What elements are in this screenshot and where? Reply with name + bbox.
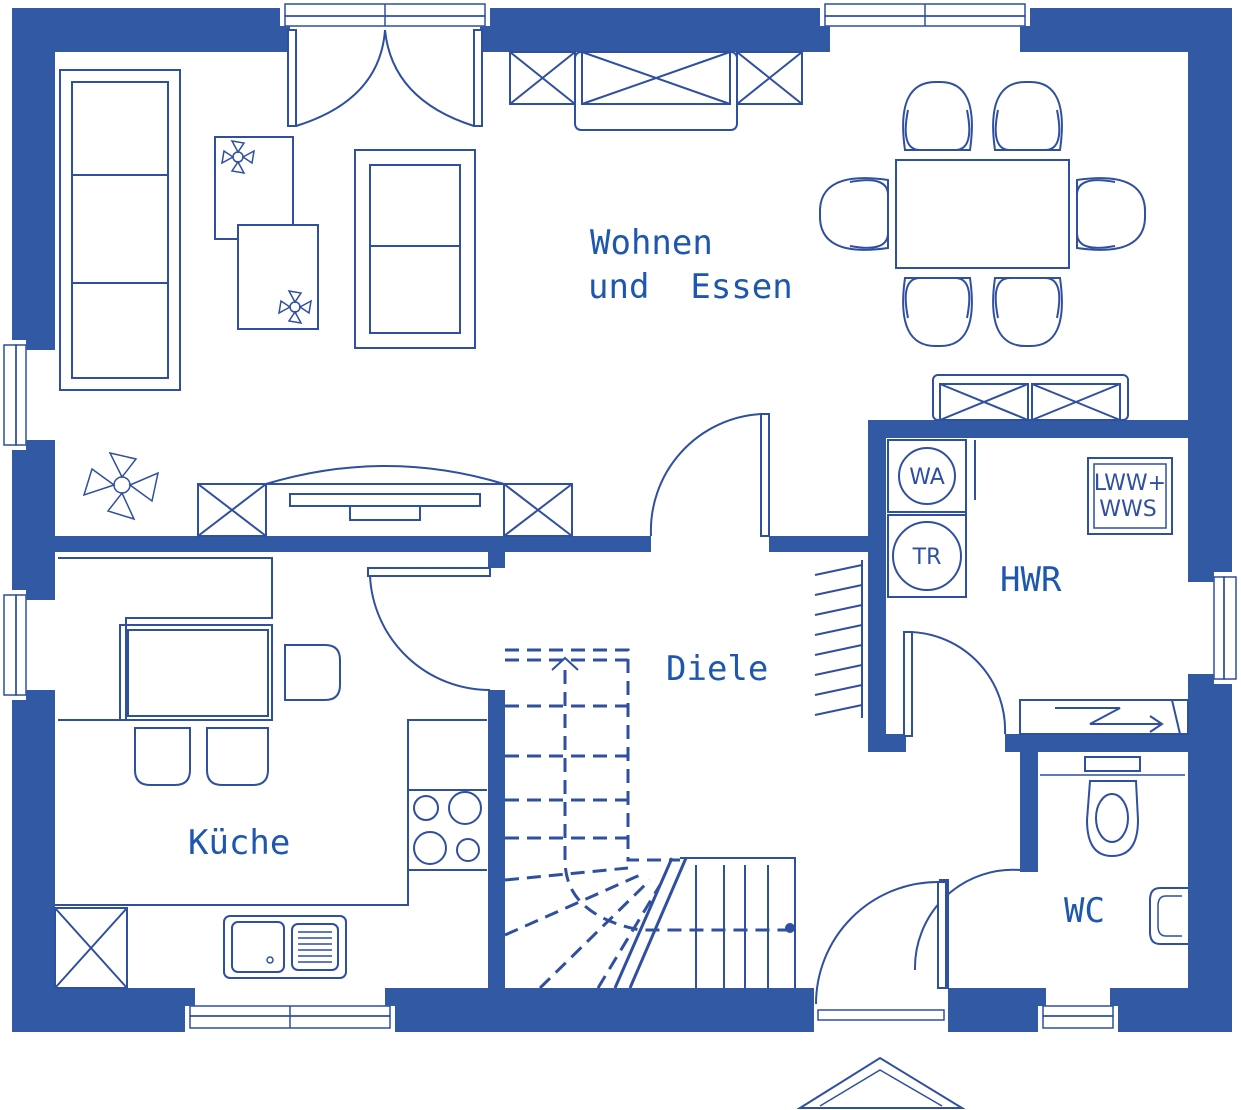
interior-walls <box>55 420 1188 1032</box>
wc-sink <box>1149 887 1188 945</box>
hall-label: Diele <box>666 649 768 689</box>
entrance-step <box>796 1056 966 1109</box>
sofa <box>59 69 181 391</box>
heating-label-line1: LWW+ <box>1094 471 1166 496</box>
kitchen-sink <box>223 915 347 979</box>
washer-label: WA <box>909 465 945 490</box>
stove <box>413 791 482 865</box>
plant-icon <box>82 140 312 521</box>
toilet <box>1084 756 1141 858</box>
kitchen-chairs <box>134 644 341 786</box>
fridge <box>54 907 128 989</box>
wc-label: WC <box>1064 891 1105 931</box>
dryer-label: TR <box>912 545 942 570</box>
heating-unit <box>1087 457 1173 535</box>
living-label-line2: und Essen <box>588 267 793 307</box>
heating-pipe <box>1019 699 1189 735</box>
dining-sideboard <box>932 374 1129 421</box>
dining-table <box>895 159 1070 269</box>
staircase-upper <box>504 648 790 990</box>
living-label-line1: Wohnen <box>590 223 713 263</box>
heating-label-line2: WWS <box>1099 497 1156 522</box>
coat-rack <box>814 560 863 718</box>
outer-walls <box>12 8 1232 1032</box>
staircase-lower <box>613 857 796 989</box>
kitchen-worktop <box>55 719 487 906</box>
kitchen-counter <box>58 557 273 721</box>
utility-label: HWR <box>1000 560 1062 600</box>
windows <box>3 3 1237 1029</box>
sideboard <box>509 51 803 131</box>
kitchen-label: Küche <box>188 823 290 863</box>
appliance-labels: WA TR LWW+ WWS <box>909 465 1166 570</box>
coffee-tables <box>214 136 319 330</box>
armchair <box>354 149 476 349</box>
tv-cabinet <box>197 465 573 537</box>
room-labels: Wohnen und Essen Küche Diele HWR WC <box>188 223 1105 931</box>
doors <box>287 29 1021 1005</box>
dining-chairs <box>818 80 1147 348</box>
